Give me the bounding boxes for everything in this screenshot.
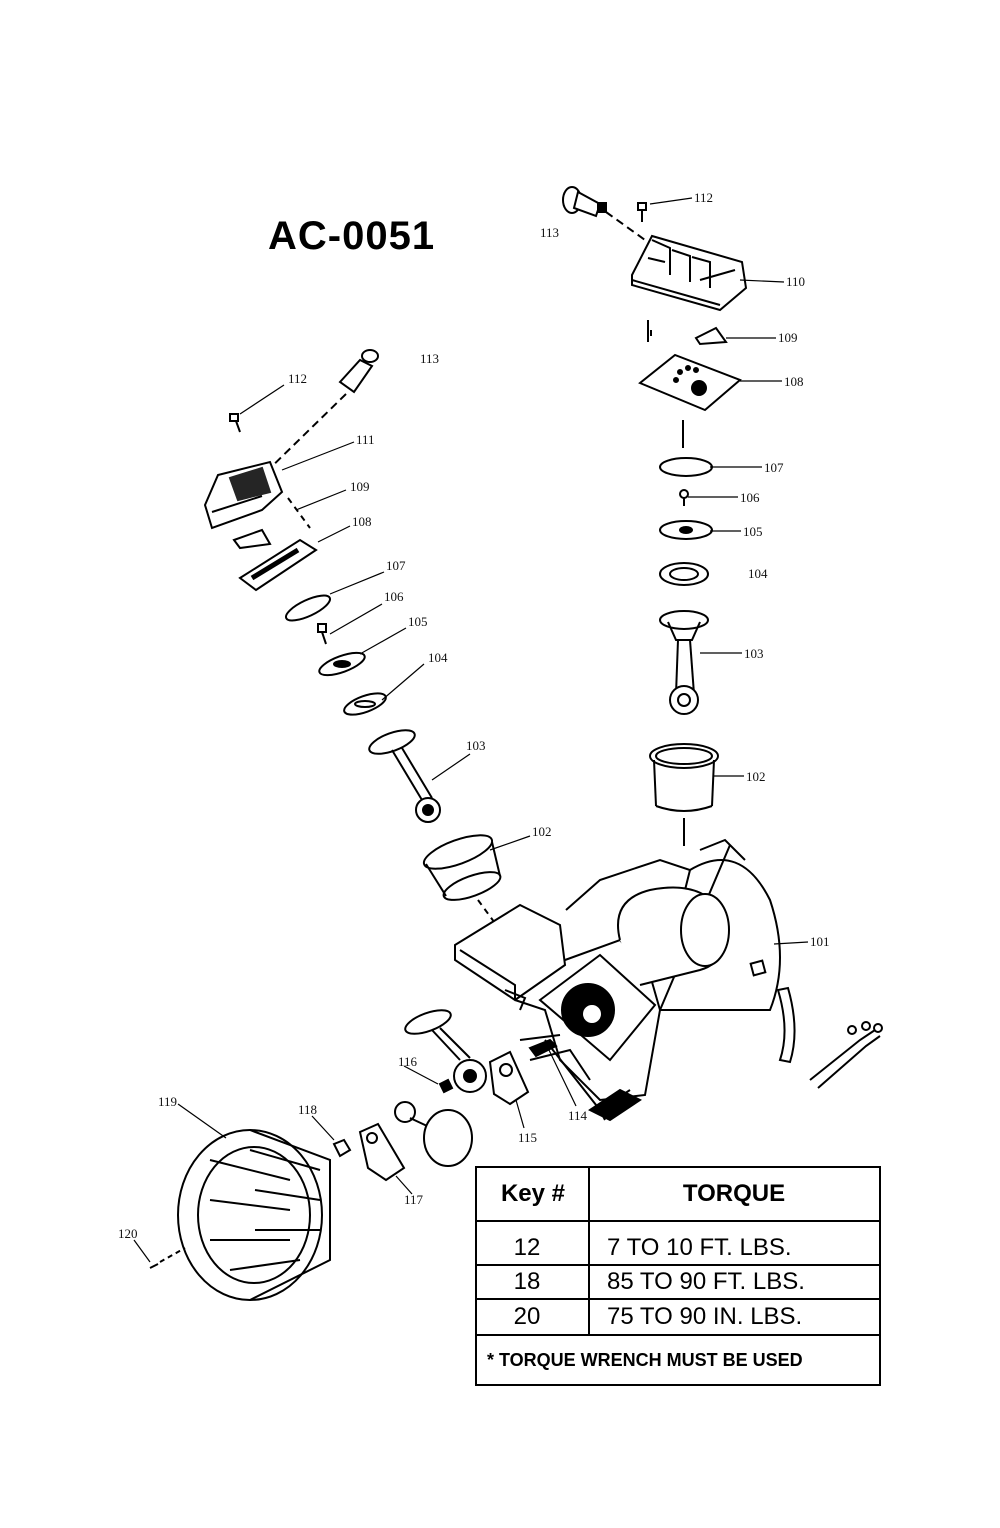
valve-plate-108-left <box>238 538 318 592</box>
torque-row-value: 7 TO 10 FT. LBS. <box>607 1234 792 1261</box>
label-103-top: 103 <box>744 646 764 661</box>
torque-table-divider <box>477 1220 879 1222</box>
label-112-top: 112 <box>694 190 713 205</box>
torque-table-divider <box>477 1298 879 1300</box>
label-102-top: 102 <box>746 769 766 784</box>
torque-row-key: 20 <box>513 1303 541 1330</box>
fan-119 <box>177 1129 331 1301</box>
disc-105-top <box>659 520 713 540</box>
label-112-left: 112 <box>288 371 307 386</box>
cylinder-head-110 <box>631 234 748 312</box>
o-ring-107-left <box>284 594 332 622</box>
torque-table: Key # TORQUE 12 7 TO 10 FT. LBS. 18 85 T… <box>475 1166 881 1386</box>
torque-footnote: * TORQUE WRENCH MUST BE USED <box>487 1350 803 1370</box>
label-102-left: 102 <box>532 824 552 839</box>
counterweight-fan-blade <box>394 1101 473 1167</box>
torque-table-header-key: Key # <box>500 1180 566 1207</box>
label-104-top: 104 <box>748 566 768 581</box>
label-111-left: 111 <box>356 432 375 447</box>
label-113-left: 113 <box>420 351 439 366</box>
label-116: 116 <box>398 1054 418 1069</box>
torque-table-header-torque: TORQUE <box>682 1180 786 1207</box>
gasket-109-left <box>232 528 272 550</box>
connecting-rod-116 <box>404 1009 487 1093</box>
screw-112-left <box>229 413 241 433</box>
connecting-rod-103-left <box>368 729 441 823</box>
label-107-left: 107 <box>386 558 406 573</box>
label-106-top: 106 <box>740 490 760 505</box>
label-109-left: 109 <box>350 479 370 494</box>
label-119: 119 <box>158 1094 177 1109</box>
gasket-109-top <box>694 326 728 346</box>
label-107-top: 107 <box>764 460 784 475</box>
torque-row-key: 12 <box>513 1234 541 1261</box>
motor-wire-leads <box>809 1021 883 1089</box>
o-ring-107-top <box>659 457 713 477</box>
screw-106-left <box>317 623 327 645</box>
label-117: 117 <box>404 1192 424 1207</box>
label-105-top: 105 <box>743 524 763 539</box>
cylinder-sleeve-102-left <box>422 834 502 901</box>
label-110-top: 110 <box>786 274 805 289</box>
cylinder-head-111 <box>203 460 284 530</box>
torque-table-divider <box>477 1264 879 1266</box>
fitting-113-left <box>338 349 379 394</box>
torque-row-key: 18 <box>513 1268 541 1295</box>
label-114: 114 <box>568 1108 588 1123</box>
label-118: 118 <box>298 1102 317 1117</box>
label-115: 115 <box>518 1130 537 1145</box>
connecting-rod-103-top <box>659 610 709 715</box>
label-106-left: 106 <box>384 589 404 604</box>
nut-116 <box>438 1078 454 1094</box>
nut-118 <box>332 1138 352 1158</box>
cylinder-sleeve-102-top <box>649 743 719 812</box>
label-120: 120 <box>118 1226 138 1241</box>
screw-112-top <box>637 202 647 222</box>
shaft-114 <box>528 1038 558 1058</box>
label-108-left: 108 <box>352 514 372 529</box>
label-109-top: 109 <box>778 330 798 345</box>
fitting-113-top <box>562 186 607 218</box>
torque-table-column-divider <box>588 1168 590 1335</box>
screw-120 <box>149 1263 159 1269</box>
label-101: 101 <box>810 934 830 949</box>
label-108-top: 108 <box>784 374 804 389</box>
torque-row-value: 75 TO 90 IN. LBS. <box>607 1303 803 1330</box>
diagram-title: AC-0051 <box>268 214 436 258</box>
ring-104-top <box>659 562 709 586</box>
motor-housing-101 <box>454 838 796 1122</box>
torque-row-value: 85 TO 90 FT. LBS. <box>607 1268 805 1295</box>
label-113-top: 113 <box>540 225 559 240</box>
label-105-left: 105 <box>408 614 428 629</box>
disc-105-left <box>318 651 366 677</box>
valve-plate-108-top <box>638 353 742 412</box>
eccentric-117 <box>358 1122 406 1182</box>
label-104-left: 104 <box>428 650 448 665</box>
screw-106-top <box>679 489 689 506</box>
torque-table-divider <box>477 1334 879 1336</box>
eccentric-115 <box>488 1050 530 1106</box>
label-103-left: 103 <box>466 738 486 753</box>
ring-104-left <box>343 692 387 716</box>
